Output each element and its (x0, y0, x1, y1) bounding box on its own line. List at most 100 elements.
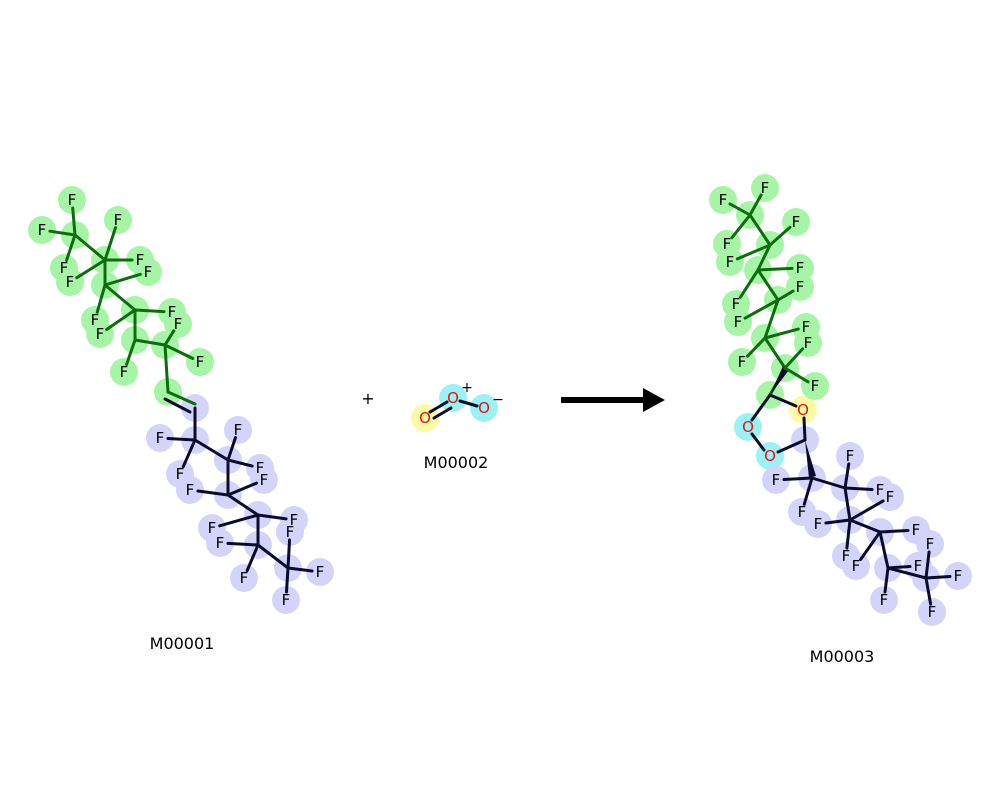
m1-fluorine-g1: F (38, 221, 47, 239)
m3-fluorine-b12: F (954, 567, 963, 585)
m1-fluorine-g6: F (144, 263, 153, 281)
m3-fluorine-g7-bond (776, 289, 795, 302)
m3-fluorine-b0-bond (782, 476, 814, 482)
m1-fluorine-g0: F (68, 191, 77, 209)
m3-fluorine-b9-bond (883, 566, 890, 594)
m3-fluorine-b13-highlight (918, 598, 946, 626)
m3-fluorine-g5: F (796, 259, 805, 277)
m3-fluorine-b2-highlight (836, 442, 864, 470)
m1-fluorine-g2: F (60, 259, 69, 277)
reaction-arrow (561, 388, 665, 412)
m3-fluorine-b2: F (846, 447, 855, 465)
m2-oxygen-3: O (478, 399, 490, 417)
m2-plus-charge: + (461, 380, 473, 396)
m3-fluorine-g0: F (719, 191, 728, 209)
molecule-label-m00001: M00001 (150, 634, 215, 653)
m1-fluorine-b3-bond (226, 458, 254, 468)
m3-fluorine-g10: F (738, 353, 747, 371)
m3-fluorine-b3: F (876, 481, 885, 499)
m3-fluorine-b12-highlight (944, 562, 972, 590)
m2-o3-highlight (470, 394, 498, 422)
m3-ring-bond-4 (750, 432, 766, 452)
m3-fluorine-g4: F (726, 253, 735, 271)
m3-fluorine-g11: F (804, 334, 813, 352)
m3-ring-bond-2 (802, 416, 807, 442)
m1-fluorine-b4-highlight (176, 476, 204, 504)
m1-fluorine-b0-highlight (146, 424, 174, 452)
m1-fluorine-g1-highlight (28, 216, 56, 244)
m2-minus-charge: − (492, 392, 504, 408)
m1-fluorine-g10-bond (125, 338, 137, 366)
m1-fluorine-g6-highlight (134, 258, 162, 286)
m3-fluorine-g9-bond (763, 327, 800, 340)
m3-chain-bond-b2 (848, 518, 882, 534)
m1-fluorine-b2: F (234, 421, 243, 439)
m1-fluorine-g10-highlight (110, 358, 138, 386)
m1-fluorine-g0-bond (71, 206, 77, 237)
m3-fluorine-b1-bond (802, 476, 814, 506)
m1-fluorine-g11: F (174, 315, 183, 333)
m1-fluorine-b9: F (240, 569, 249, 587)
m3-fluorine-g3: F (792, 213, 801, 231)
m1-fluorine-b11: F (316, 563, 325, 581)
m3-fluorine-g4-highlight (716, 248, 744, 276)
m3-chain-bond-b0 (810, 476, 847, 490)
m3-fluorine-g1: F (761, 179, 770, 197)
m3-chain-bond-b3 (878, 530, 890, 570)
m3-fluorine-g12-bond (783, 366, 810, 384)
m1-fluorine-b10-bond (286, 538, 292, 570)
m3-fluorine-b11: F (926, 535, 935, 553)
molecule-label-m00003: M00003 (810, 647, 875, 666)
m3-fluorine-b13-bond (924, 576, 933, 606)
m3-fluorine-g6: F (732, 295, 741, 313)
m1-fluorine-b10-highlight (276, 518, 304, 546)
m3-ring-bond-1 (768, 393, 798, 408)
m1-fluorine-b2-highlight (224, 416, 252, 444)
m3-fluorine-b3-bond (843, 486, 874, 492)
m3-chain-bond-g0 (748, 213, 772, 247)
m3-fluorine-g8-highlight (724, 308, 752, 336)
m3-fluorine-b5-bond (845, 518, 852, 550)
m1-fluorine-b1-bond (181, 438, 197, 469)
m1-fluorine-b12-bond (284, 566, 290, 594)
m1-fluorine-b9-bond (245, 543, 260, 573)
m1-fluorine-b5-highlight (250, 466, 278, 494)
m1-fluorine-b12-highlight (272, 586, 300, 614)
m1-fluorine-b1: F (176, 465, 185, 483)
m1-fluorine-b7-bond (256, 513, 288, 521)
m1-fluorine-b0: F (156, 429, 165, 447)
m3-chain-bond-g3 (763, 298, 780, 340)
m1-chain-bond-g4 (133, 338, 167, 347)
m3-wedge-2 (805, 440, 816, 478)
m3-fluorine-g7-highlight (786, 273, 814, 301)
m3-fluorine-g2: F (723, 235, 732, 253)
m1-chain-bond-b3 (226, 493, 260, 517)
m1-fluorine-g5: F (66, 273, 75, 291)
m1-fluorine-b0-bond (166, 436, 197, 442)
m1-fluorine-g8: F (168, 303, 177, 321)
m1-fluorine-b6-bond (218, 513, 260, 528)
m1-fluorine-g3: F (114, 211, 123, 229)
m3-fluorine-b6: F (886, 488, 895, 506)
m1-fluorine-b5: F (260, 471, 269, 489)
m1-fluorine-g10: F (120, 363, 129, 381)
m3-fluorine-g12-highlight (801, 372, 829, 400)
m1-fluorine-g1-bond (48, 229, 77, 237)
m1-fluorine-b11-highlight (306, 558, 334, 586)
m3-fluorine-g10-bond (746, 336, 767, 358)
bonds (48, 193, 952, 606)
m3-fluorine-b13: F (928, 603, 937, 621)
m1-fluorine-g8-bond (133, 308, 166, 314)
m1-fluorine-b8-bond (226, 541, 260, 547)
m1-fluorine-g3-bond (103, 226, 118, 262)
m3-chain-bond-g4 (763, 336, 787, 370)
m3-fluorine-b7-highlight (842, 552, 870, 580)
m3-oxygen-3: O (764, 447, 776, 465)
m3-fluorine-b0: F (772, 471, 781, 489)
m1-fluorine-b2-bond (226, 436, 237, 462)
m3-fluorine-b11-bond (924, 550, 931, 580)
m3-fluorine-g4-bond (735, 243, 772, 261)
m3-fluorine-b0-highlight (762, 466, 790, 494)
